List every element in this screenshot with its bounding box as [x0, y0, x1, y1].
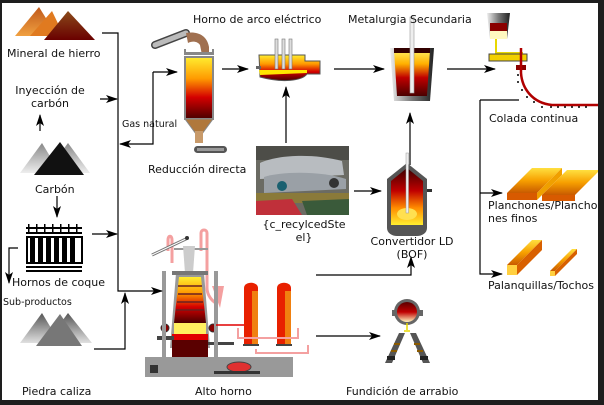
label-natural-gas: Gas natural	[122, 119, 178, 130]
direct-reduction-icon	[151, 29, 227, 153]
label-limestone: Piedra caliza	[22, 385, 92, 398]
label-byproducts: Sub-productos	[3, 297, 72, 308]
billets-icon	[507, 240, 577, 276]
arrow-gas-to-bus	[119, 72, 154, 148]
electric-arc-furnace-icon	[256, 38, 321, 82]
label-recycled-steel-1: {c_recylcedSte	[262, 218, 346, 231]
blast-furnace-icon	[145, 228, 309, 377]
label-coke-ovens: Hornos de coque	[12, 276, 106, 289]
arrow-byproducts	[5, 247, 18, 284]
arrow-to-billets	[479, 100, 503, 278]
arrow-limestone-up	[94, 292, 129, 350]
label-iron-ore: Mineral de hierro	[7, 47, 101, 60]
flow-connectors	[5, 32, 519, 350]
label-secondary-metallurgy: Metalurgia Secundaria	[348, 13, 472, 26]
label-billets: Palanquillas/Tochos	[488, 279, 595, 292]
label-slabs-1: Planchones/Plancho	[488, 199, 598, 212]
bof-converter-icon	[387, 152, 432, 236]
arrow-blast-furnace-to-bof	[316, 256, 415, 276]
limestone-icon	[20, 313, 92, 346]
label-electric-arc-furnace: Horno de arco eléctrico	[193, 13, 322, 26]
continuous-casting-icon	[487, 13, 598, 108]
feed-bus-to-blast-furnace	[102, 32, 163, 295]
label-bof-1: Convertidor LD	[370, 235, 454, 248]
iron-ore-icon	[15, 7, 95, 40]
label-blast-furnace: Alto horno	[195, 385, 252, 398]
label-bof-2: (BOF)	[396, 248, 428, 261]
label-slabs-2: nes finos	[488, 212, 538, 225]
label-continuous-casting: Colada continua	[489, 112, 579, 125]
pig-iron-casting-icon	[385, 299, 430, 363]
recycled-steel-image	[256, 146, 349, 215]
coke-ovens-icon	[26, 224, 83, 272]
secondary-metallurgy-ladle-icon	[390, 16, 434, 101]
diagram-graphics	[5, 7, 598, 377]
coal-icon	[20, 142, 90, 175]
label-direct-reduction: Reducción directa	[148, 163, 247, 176]
label-coal-injection-2: carbón	[31, 97, 69, 110]
label-coal: Carbón	[35, 183, 75, 196]
slabs-icon	[507, 168, 598, 201]
label-coal-injection-1: Inyección de	[15, 84, 85, 97]
label-recycled-steel-2: el}	[295, 231, 313, 244]
label-pig-iron-casting: Fundición de arrabio	[346, 385, 459, 398]
steelmaking-process-diagram: Mineral de hierro Inyección de carbón Ca…	[2, 3, 598, 400]
